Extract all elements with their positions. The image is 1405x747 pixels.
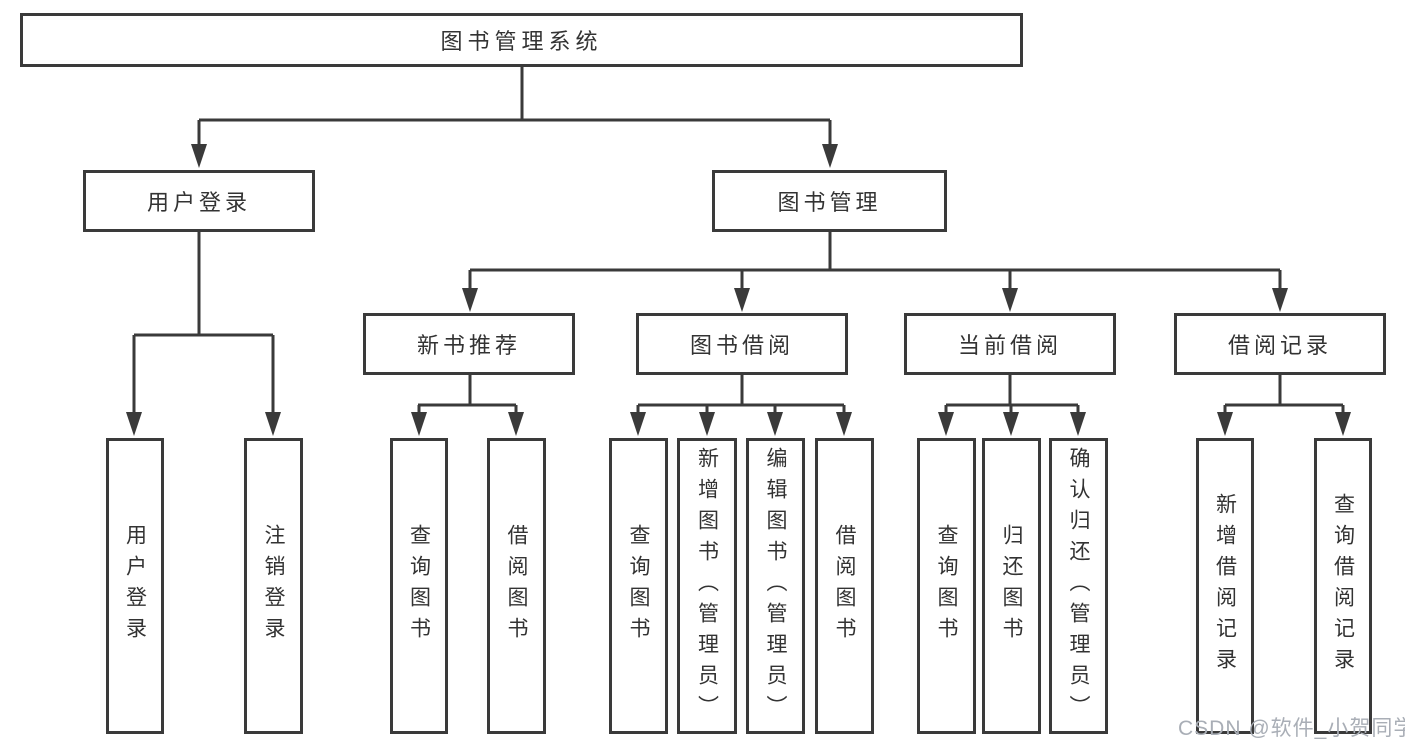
arrow-down-icon — [191, 144, 207, 168]
leaf-query-borrow-record: 查询借阅记录 — [1314, 438, 1372, 734]
node-section-borrow-records: 借阅记录 — [1174, 313, 1386, 375]
arrow-down-icon — [1070, 412, 1086, 436]
arrow-down-icon — [1272, 288, 1288, 312]
arrow-down-icon — [938, 412, 954, 436]
arrow-down-icon — [1003, 412, 1019, 436]
leaf-borrow-books-2: 借阅图书 — [815, 438, 874, 734]
node-section-current-borrow: 当前借阅 — [904, 313, 1116, 375]
arrow-down-icon — [699, 412, 715, 436]
node-section-book-borrow: 图书借阅 — [636, 313, 848, 375]
arrow-down-icon — [1217, 412, 1233, 436]
leaf-confirm-return-admin: 确认归还（管理员） — [1049, 438, 1108, 734]
arrow-down-icon — [411, 412, 427, 436]
arrow-down-icon — [1335, 412, 1351, 436]
arrow-down-icon — [1002, 288, 1018, 312]
leaf-return-books: 归还图书 — [982, 438, 1041, 734]
arrow-down-icon — [836, 412, 852, 436]
leaf-query-books-1: 查询图书 — [390, 438, 448, 734]
watermark: CSDN @软件_小贺同学 — [1178, 717, 1405, 740]
leaf-user-login: 用户登录 — [106, 438, 164, 734]
leaf-query-books-2: 查询图书 — [609, 438, 668, 734]
arrow-down-icon — [767, 412, 783, 436]
arrow-down-icon — [462, 288, 478, 312]
leaf-add-borrow-record: 新增借阅记录 — [1196, 438, 1254, 734]
arrow-down-icon — [822, 144, 838, 168]
node-book-management: 图书管理 — [712, 170, 947, 232]
node-user-login: 用户登录 — [83, 170, 315, 232]
arrow-down-icon — [126, 412, 142, 436]
leaf-add-book-admin: 新增图书（管理员） — [677, 438, 737, 734]
leaf-borrow-books-1: 借阅图书 — [487, 438, 546, 734]
leaf-query-books-3: 查询图书 — [917, 438, 976, 734]
arrow-down-icon — [508, 412, 524, 436]
node-root: 图书管理系统 — [20, 13, 1023, 67]
leaf-edit-book-admin: 编辑图书（管理员） — [746, 438, 805, 734]
leaf-logout: 注销登录 — [244, 438, 303, 734]
arrow-down-icon — [265, 412, 281, 436]
arrow-down-icon — [630, 412, 646, 436]
arrow-down-icon — [734, 288, 750, 312]
node-section-new-books: 新书推荐 — [363, 313, 575, 375]
